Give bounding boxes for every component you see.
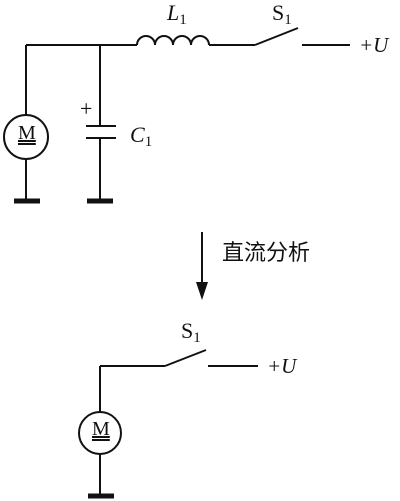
- capacitor-label: C1: [130, 124, 152, 150]
- bottom-motor-letter: M: [92, 418, 110, 440]
- top-circuit: [3, 27, 350, 204]
- top-switch-subscript: 1: [284, 12, 292, 28]
- dc-analysis-label: 直流分析: [222, 241, 311, 266]
- analysis-arrow: [196, 232, 208, 300]
- bottom-supply-label: +U: [267, 354, 297, 378]
- bottom-switch-subscript: 1: [193, 330, 201, 346]
- bottom-switch-symbol: S: [181, 318, 194, 343]
- bottom-switch-blade: [164, 349, 207, 367]
- capacitor-polarity: +: [80, 96, 93, 121]
- capacitor-symbol: C: [130, 122, 145, 147]
- inductor-symbol: L: [167, 0, 180, 25]
- top-motor-letter: M: [18, 122, 36, 144]
- bottom-circuit: [78, 349, 258, 499]
- inductor-subscript: 1: [179, 12, 187, 28]
- top-switch-symbol: S: [272, 0, 285, 25]
- arrow-head: [196, 282, 208, 300]
- top-switch-label: S1: [272, 2, 292, 28]
- capacitor-subscript: 1: [144, 134, 153, 150]
- inductor-coil: [136, 35, 210, 46]
- top-switch-blade: [254, 27, 299, 46]
- top-supply-label: +U: [359, 33, 389, 57]
- inductor-label: L1: [167, 2, 187, 28]
- bottom-switch-label: S1: [181, 320, 201, 346]
